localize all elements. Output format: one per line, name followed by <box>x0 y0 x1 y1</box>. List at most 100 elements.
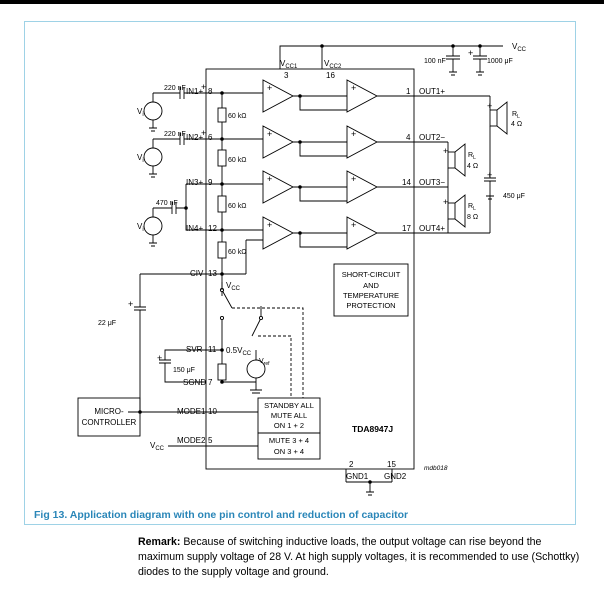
svg-text:CONTROLLER: CONTROLLER <box>82 418 137 427</box>
svg-text:+: + <box>443 197 448 207</box>
pin-11: 11 <box>208 345 217 354</box>
input-cap-4: 470 nF <box>156 200 178 207</box>
svg-text:+: + <box>157 353 162 363</box>
speaker-2-value: 4 Ω <box>467 163 478 170</box>
gnd2-label: GND2 <box>384 472 407 481</box>
svg-text:ON 1 + 2: ON 1 + 2 <box>274 421 304 430</box>
svg-text:+: + <box>443 146 448 156</box>
out4-label: OUT4+ <box>419 224 445 233</box>
vref-label: Vref <box>259 358 270 367</box>
standby-text: STANDBY ALL MUTE ALL ON 1 + 2 <box>264 401 314 430</box>
speaker-1 <box>489 101 508 135</box>
pin-7: 7 <box>208 378 213 387</box>
pin-15: 15 <box>387 460 396 469</box>
remark-lead: Remark: <box>138 536 181 548</box>
source-label-2: Vi <box>137 153 144 164</box>
input-cap-1: 220 nF <box>164 85 186 92</box>
vcc2-label: VCC2 <box>324 59 342 70</box>
pin-3: 3 <box>284 71 289 80</box>
pin-8: 8 <box>208 87 213 96</box>
svg-text:+: + <box>351 174 356 184</box>
amp-in-1 <box>262 79 294 113</box>
pin-12: 12 <box>208 224 217 233</box>
svg-text:SHORT-CIRCUIT: SHORT-CIRCUIT <box>342 270 401 279</box>
cap-100nf: 100 nF <box>424 58 446 65</box>
protection-block <box>333 263 409 317</box>
svg-text:+: + <box>351 83 356 93</box>
speaker-3-value: 8 Ω <box>467 214 478 221</box>
amp-in-4 <box>262 216 294 250</box>
svg-text:PROTECTION: PROTECTION <box>346 301 395 310</box>
micro-controller-box <box>77 397 141 437</box>
pin-13: 13 <box>208 269 217 278</box>
svg-text:+: + <box>487 170 492 180</box>
svg-text:STANDBY ALL: STANDBY ALL <box>264 401 314 410</box>
chip-body <box>205 68 415 470</box>
speaker-1-value: 4 Ω <box>511 121 522 128</box>
switch-vcc-label: VCC <box>226 281 241 292</box>
svg-text:+: + <box>267 129 272 139</box>
svr-label: SVR <box>186 345 203 354</box>
input-source-1 <box>143 87 206 132</box>
pin-2: 2 <box>349 460 354 469</box>
sgnd-label: SGND <box>183 378 206 387</box>
pin-17: 17 <box>402 224 411 233</box>
in4-label: IN4+ <box>186 224 203 233</box>
source-label-4: Vi <box>137 222 144 233</box>
remark-text: Because of switching inductive loads, th… <box>138 536 580 578</box>
svg-text:AND: AND <box>363 281 379 290</box>
pin-9: 9 <box>208 178 213 187</box>
drawing-code: mdb018 <box>424 465 448 472</box>
pin-6: 6 <box>208 133 213 142</box>
source-label-1: Vi <box>137 107 144 118</box>
mode2-vcc-label: VCC <box>150 441 165 452</box>
chip-name: TDA8947J <box>352 424 393 434</box>
pin-10: 10 <box>208 407 217 416</box>
svg-text:+: + <box>487 101 492 111</box>
pin-5: 5 <box>208 436 213 445</box>
speaker-1-label: RL <box>512 111 520 120</box>
in2-label: IN2+ <box>186 133 203 142</box>
in3-label: IN3+ <box>186 178 203 187</box>
svg-text:+: + <box>128 299 133 309</box>
remark-paragraph: Remark: Because of switching inductive l… <box>138 535 588 580</box>
pin-1: 1 <box>406 87 411 96</box>
in1-label: IN1+ <box>186 87 203 96</box>
svg-text:+: + <box>201 128 206 138</box>
svg-text:+: + <box>267 174 272 184</box>
half-vcc-label: 0.5VCC <box>226 346 252 357</box>
svr-cap-label: 150 μF <box>173 367 195 374</box>
resistor-2: 60 kΩ <box>228 157 246 164</box>
civ-cap-label: 22 μF <box>98 320 116 327</box>
svg-text:MICRO-: MICRO- <box>94 407 124 416</box>
resistor-3: 60 kΩ <box>228 203 246 210</box>
vcc1-label: VCC1 <box>280 59 298 70</box>
svg-text:+: + <box>351 129 356 139</box>
svg-text:+: + <box>201 82 206 92</box>
speaker-3 <box>447 187 466 233</box>
mode2-label: MODE2 <box>177 436 206 445</box>
vcc-main-label: VCC <box>512 42 527 53</box>
out3-label: OUT3− <box>419 178 445 187</box>
cap-1000uf: 1000 μF <box>487 58 513 65</box>
micro-controller-text: MICRO- CONTROLLER <box>82 407 137 427</box>
svg-text:+: + <box>351 220 356 230</box>
protection-text: SHORT-CIRCUIT AND TEMPERATURE PROTECTION <box>342 270 401 310</box>
resistor-4: 60 kΩ <box>228 249 246 256</box>
top-border <box>0 0 604 4</box>
amp-in-2 <box>262 125 294 159</box>
resistor-1: 60 kΩ <box>228 113 246 120</box>
input-cap-2: 220 nF <box>164 131 186 138</box>
svg-text:MUTE ALL: MUTE ALL <box>271 411 307 420</box>
pin-16: 16 <box>326 71 335 80</box>
pin-14: 14 <box>402 178 411 187</box>
supply-rail <box>279 45 503 69</box>
svg-text:TEMPERATURE: TEMPERATURE <box>343 291 399 300</box>
speaker-3-label: RL <box>468 203 476 212</box>
mode1-label: MODE1 <box>177 407 206 416</box>
input-source-4 <box>143 183 206 247</box>
gnd1-label: GND1 <box>346 472 369 481</box>
figure-frame <box>24 21 576 525</box>
civ-label: CIV <box>190 269 204 278</box>
